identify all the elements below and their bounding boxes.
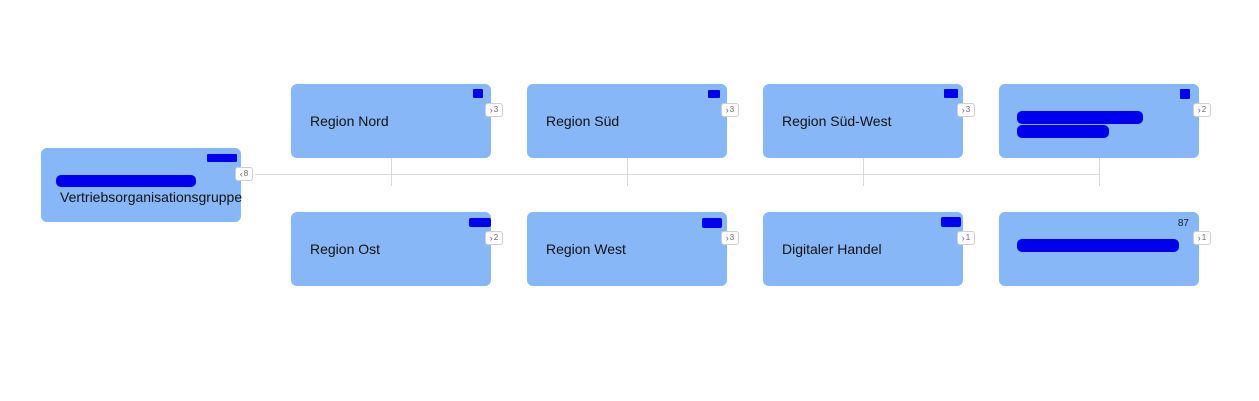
node-region-west[interactable]: Region West — [527, 212, 727, 286]
child-count: 8 — [243, 169, 249, 178]
connector-col-4 — [1099, 158, 1100, 186]
chevron-right-icon: › — [725, 232, 729, 243]
node-region-sued-west[interactable]: Region Süd-West — [763, 84, 963, 158]
child-count: 2 — [1201, 105, 1207, 114]
node-label: Region West — [546, 241, 626, 257]
redacted-text — [469, 218, 491, 227]
node-expander[interactable]: › 3 — [721, 103, 739, 117]
chevron-right-icon: › — [489, 232, 493, 243]
node-expander[interactable]: › 1 — [957, 231, 975, 245]
redacted-text — [207, 154, 237, 162]
node-expander[interactable]: › 3 — [957, 103, 975, 117]
node-region-nord[interactable]: Region Nord — [291, 84, 491, 158]
redacted-text — [56, 175, 196, 187]
node-label: Region Süd — [546, 113, 620, 129]
redacted-text — [702, 218, 722, 228]
connector-trunk — [255, 174, 1100, 175]
chevron-right-icon: › — [961, 232, 965, 243]
redacted-text — [1017, 125, 1109, 138]
node-expander[interactable]: › 1 — [1193, 231, 1211, 245]
count-badge: 87 — [1177, 218, 1189, 229]
node-region-sued[interactable]: Region Süd — [527, 84, 727, 158]
redacted-text — [944, 89, 958, 98]
node-redacted-2[interactable]: 87 — [999, 212, 1199, 286]
node-expander[interactable]: › 2 — [1193, 103, 1211, 117]
redacted-text — [1017, 111, 1143, 124]
redacted-text — [941, 217, 961, 227]
node-expander[interactable]: › 3 — [721, 231, 739, 245]
node-region-ost[interactable]: Region Ost — [291, 212, 491, 286]
connector-col-3 — [863, 158, 864, 186]
chevron-right-icon: › — [961, 104, 965, 115]
redacted-text — [1180, 89, 1190, 99]
chevron-right-icon: › — [489, 104, 493, 115]
child-count: 3 — [729, 233, 735, 242]
connector-col-2 — [627, 158, 628, 186]
node-label: Region Ost — [310, 241, 381, 257]
node-label: Region Nord — [310, 113, 389, 129]
node-expander[interactable]: › 2 — [485, 231, 503, 245]
child-count: 3 — [965, 105, 971, 114]
chevron-left-icon: ‹ — [239, 168, 243, 179]
chevron-right-icon: › — [1197, 104, 1201, 115]
redacted-text — [1017, 239, 1179, 252]
node-digitaler-handel[interactable]: Digitaler Handel — [763, 212, 963, 286]
node-label: Digitaler Handel — [782, 241, 882, 257]
child-count: 1 — [965, 233, 971, 242]
node-label: Region Süd-West — [782, 113, 892, 129]
connector-col-1 — [391, 158, 392, 186]
node-label: Vertriebsorganisationsgruppe — [60, 189, 243, 205]
child-count: 3 — [493, 105, 499, 114]
root-node[interactable]: Vertriebsorganisationsgruppe — [41, 148, 243, 222]
child-count: 3 — [729, 105, 735, 114]
child-count: 1 — [1201, 233, 1207, 242]
child-count: 2 — [493, 233, 499, 242]
chevron-right-icon: › — [725, 104, 729, 115]
node-expander[interactable]: › 3 — [485, 103, 503, 117]
redacted-text — [473, 89, 483, 98]
chevron-right-icon: › — [1197, 232, 1201, 243]
redacted-text — [708, 90, 720, 98]
root-expander[interactable]: ‹ 8 — [235, 167, 253, 181]
node-redacted-1[interactable] — [999, 84, 1199, 158]
